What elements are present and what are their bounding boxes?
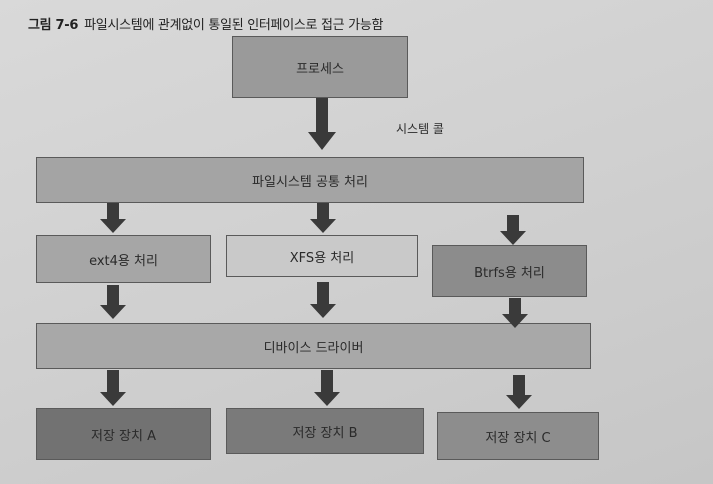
arrow-driver-to-storage-b: [314, 370, 340, 406]
process-box: 프로세스: [232, 36, 408, 98]
arrow-fs-to-ext4: [100, 203, 126, 233]
device-driver-box: 디바이스 드라이버: [36, 323, 591, 369]
xfs-label: XFS용 처리: [289, 250, 355, 266]
ext4-box: ext4용 처리: [36, 235, 211, 283]
arrow-fs-to-xfs: [310, 203, 336, 233]
system-call-label: 시스템 콜: [396, 122, 444, 136]
btrfs-label: Btrfs용 처리: [474, 265, 545, 281]
arrow-driver-to-storage-a: [100, 370, 126, 406]
figure-title: 파일시스템에 관계없이 통일된 인터페이스로 접근 가능함: [84, 18, 384, 33]
arrow-xfs-to-driver: [310, 282, 336, 318]
storage-b-box: 저장 장치 B: [226, 408, 424, 454]
fs-common-box: 파일시스템 공통 처리: [36, 157, 584, 203]
figure-number: 그림 7-6: [28, 18, 79, 33]
arrow-ext4-to-driver: [100, 285, 126, 319]
storage-a-label: 저장 장치 A: [91, 428, 156, 444]
arrow-driver-to-storage-c: [506, 375, 532, 409]
arrow-btrfs-to-driver: [502, 298, 528, 328]
process-label: 프로세스: [296, 61, 344, 77]
storage-a-box: 저장 장치 A: [36, 408, 211, 460]
fs-common-label: 파일시스템 공통 처리: [252, 174, 368, 190]
xfs-box: XFS용 처리: [226, 235, 418, 277]
btrfs-box: Btrfs용 처리: [432, 245, 587, 297]
arrow-fs-to-btrfs: [500, 215, 526, 245]
figure-caption: 그림 7-6 파일시스템에 관계없이 통일된 인터페이스로 접근 가능함: [28, 14, 383, 33]
arrow-process-to-fs: [308, 98, 336, 150]
storage-b-label: 저장 장치 B: [292, 425, 358, 441]
storage-c-label: 저장 장치 C: [485, 430, 551, 446]
device-driver-label: 디바이스 드라이버: [263, 340, 364, 356]
storage-c-box: 저장 장치 C: [437, 412, 599, 460]
ext4-label: ext4용 처리: [89, 253, 158, 269]
